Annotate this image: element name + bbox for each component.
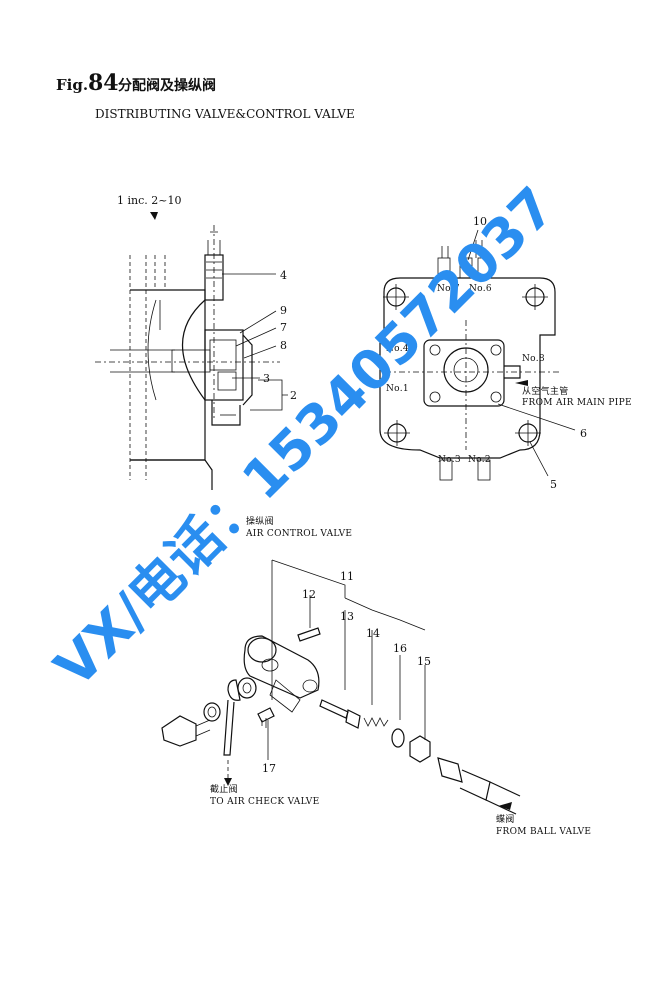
from-ball-en: FROM BALL VALVE <box>496 827 591 837</box>
distributing-valve-front-view <box>379 240 560 481</box>
callout-2: 2 <box>290 389 297 402</box>
fig-prefix: Fig. <box>56 76 88 94</box>
port-labels: No.7 No.6 No.4 No.8 No.1 No.3 No.2 <box>386 284 545 465</box>
assembly-label: 1 inc. 2~10 <box>117 194 181 207</box>
callout-10: 10 <box>473 215 487 228</box>
port-no2: No.2 <box>468 455 491 465</box>
watermark: VX/电话：15340572037 <box>43 175 567 699</box>
port-no3: No.3 <box>438 455 461 465</box>
callout-4: 4 <box>280 269 287 282</box>
control-valve-cn: 操纵阀 <box>246 515 274 527</box>
title-en: DISTRIBUTING VALVE&CONTROL VALVE <box>95 107 355 121</box>
callout-15: 15 <box>417 655 431 668</box>
right-callouts: 10 6 5 从空气主管 FROM AIR MAIN PIPE <box>467 215 632 491</box>
air-main-cn: 从空气主管 <box>522 385 569 397</box>
distributing-valve-side-view <box>95 225 280 490</box>
callout-12: 12 <box>302 588 316 601</box>
callout-6: 6 <box>580 427 587 440</box>
title-cn: 分配阀及操纵阀 <box>118 77 216 94</box>
to-check-cn: 截止阀 <box>210 783 238 795</box>
from-ball-cn: 蝶阀 <box>496 813 515 825</box>
port-no7: No.7 <box>437 284 460 294</box>
callout-17: 17 <box>262 762 276 775</box>
left-callouts: 4 9 7 8 3 2 <box>222 269 297 411</box>
port-no6: No.6 <box>469 284 492 294</box>
callout-5: 5 <box>550 478 557 491</box>
callout-3: 3 <box>263 372 270 385</box>
control-valve-callout-tree: 11 12 13 14 16 15 17 <box>262 559 431 775</box>
port-no8: No.8 <box>522 354 545 364</box>
callout-9: 9 <box>280 304 287 317</box>
callout-14: 14 <box>366 627 380 640</box>
fig-number: 84 <box>88 70 119 96</box>
air-main-arrow-icon <box>515 380 528 386</box>
from-ball-arrow-icon <box>498 802 512 810</box>
callout-16: 16 <box>393 642 407 655</box>
callout-7: 7 <box>280 321 287 334</box>
to-check-arrow-icon <box>224 778 232 786</box>
air-main-en: FROM AIR MAIN PIPE <box>522 398 632 408</box>
callout-8: 8 <box>280 339 287 352</box>
to-check-en: TO AIR CHECK VALVE <box>210 797 319 807</box>
control-valve-parts <box>161 627 521 815</box>
port-no1: No.1 <box>386 384 409 394</box>
assembly-arrow-icon <box>150 212 158 220</box>
callout-11: 11 <box>340 570 354 583</box>
port-no4: No.4 <box>386 344 409 354</box>
control-valve-en: AIR CONTROL VALVE <box>245 529 352 539</box>
callout-13: 13 <box>340 610 354 623</box>
